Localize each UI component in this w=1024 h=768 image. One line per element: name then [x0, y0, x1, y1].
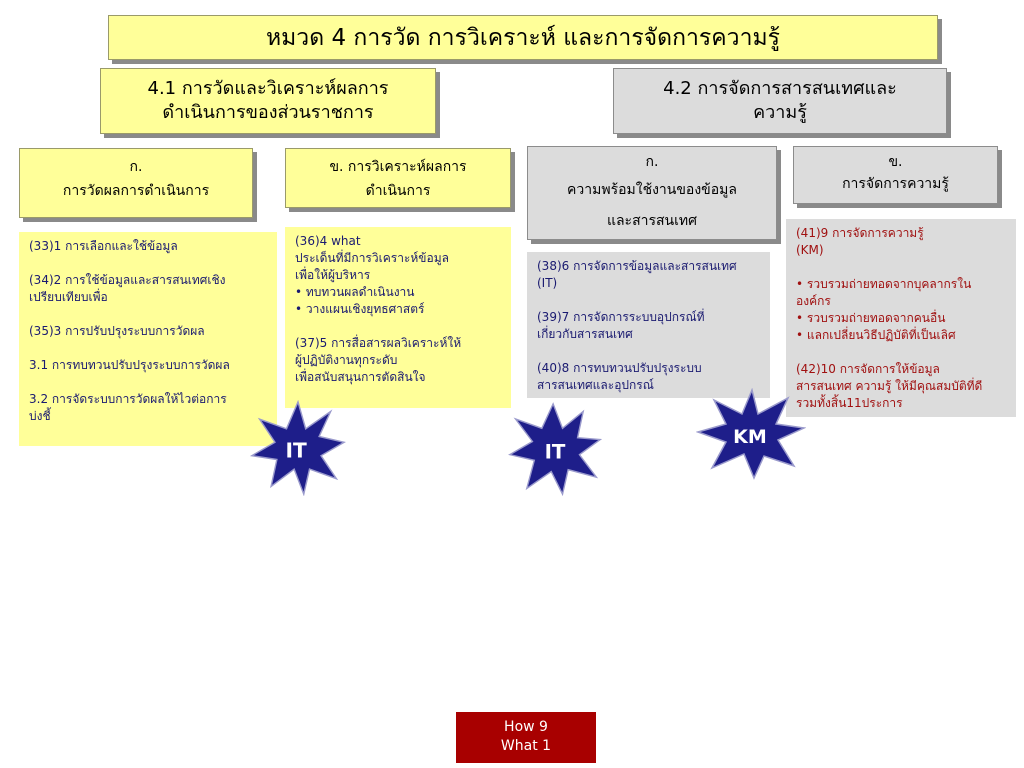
list-item: (38)6 การจัดการข้อมูลและสารสนเทศ (IT)	[537, 259, 737, 290]
list-item: (40)8 การทบทวนปรับปรุงระบบ สารสนเทศและอุ…	[537, 361, 702, 392]
sub-d-label: การจัดการความรู้	[842, 176, 949, 192]
how-what-box: How 9 What 1	[456, 712, 596, 763]
it-badge-label: IT	[545, 440, 566, 463]
list-item: (37)5 การสื่อสารผลวิเคราะห์ให้ ผู้ปฏิบัต…	[295, 336, 462, 384]
how-count: How 9	[504, 719, 548, 735]
sub-a-measurement: ก. การวัดผลการดำเนินการ	[19, 148, 253, 218]
section-4-1: 4.1 การวัดและวิเคราะห์ผลการ ดำเนินการของ…	[100, 68, 436, 134]
sub-b-code: ข. การวิเคราะห์ผลการ	[329, 159, 467, 175]
list-analysis: (36)4 what ประเด็นที่มีการวิเคราะห์ข้อมู…	[285, 227, 511, 408]
section-4-2: 4.2 การจัดการสารสนเทศและ ความรู้	[613, 68, 947, 134]
it-starburst-icon: IT	[250, 400, 346, 496]
sub-a-code: ก.	[129, 159, 143, 175]
list-item: (42)10 การจัดการให้ข้อมูล สารสนเทศ ความร…	[796, 362, 983, 410]
sub-b-analysis: ข. การวิเคราะห์ผลการ ดำเนินการ	[285, 148, 511, 208]
list-item: 3.1 การทบทวนปรับปรุงระบบการวัดผล	[29, 358, 230, 372]
sub-d-code: ข.	[888, 154, 903, 170]
sub-a-availability: ก. ความพร้อมใช้งานของข้อมูล และสารสนเทศ	[527, 146, 777, 240]
sub-c-label: ความพร้อมใช้งานของข้อมูล และสารสนเทศ	[567, 182, 737, 229]
sub-a-label: การวัดผลการดำเนินการ	[62, 183, 210, 199]
sub-b-label: ดำเนินการ	[365, 183, 431, 199]
km-starburst-icon: KM	[696, 388, 806, 480]
list-item: (41)9 การจัดการความรู้ (KM)	[796, 226, 924, 257]
list-item: (34)2 การใช้ข้อมูลและสารสนเทศเชิง เปรียบ…	[29, 273, 226, 304]
list-knowledge: (41)9 การจัดการความรู้ (KM) • รวบรวมถ่าย…	[786, 219, 1016, 417]
page-title: หมวด 4 การวัด การวิเคราะห์ และการจัดการค…	[108, 15, 938, 60]
list-item: (36)4 what ประเด็นที่มีการวิเคราะห์ข้อมู…	[295, 234, 449, 316]
list-availability: (38)6 การจัดการข้อมูลและสารสนเทศ (IT) (3…	[527, 252, 770, 398]
list-item: (39)7 การจัดการระบบอุปกรณ์ที่ เกี่ยวกับส…	[537, 310, 705, 341]
sub-c-code: ก.	[645, 154, 659, 170]
list-item: • รวบรวมถ่ายทอดจากบุคลากรใน องค์กร • รวบ…	[796, 277, 972, 342]
what-count: What 1	[500, 738, 552, 754]
it-starburst-icon: IT	[508, 402, 602, 496]
list-item: (33)1 การเลือกและใช้ข้อมูล	[29, 239, 178, 253]
it-badge-label: IT	[285, 439, 306, 463]
list-measurement: (33)1 การเลือกและใช้ข้อมูล (34)2 การใช้ข…	[19, 232, 277, 446]
km-badge-label: KM	[733, 426, 767, 448]
list-item: 3.2 การจัดระบบการวัดผลให้ไวต่อการ บ่งชี้	[29, 392, 227, 423]
list-item: (35)3 การปรับปรุงระบบการวัดผล	[29, 324, 205, 338]
sub-b-knowledge: ข. การจัดการความรู้	[793, 146, 998, 204]
